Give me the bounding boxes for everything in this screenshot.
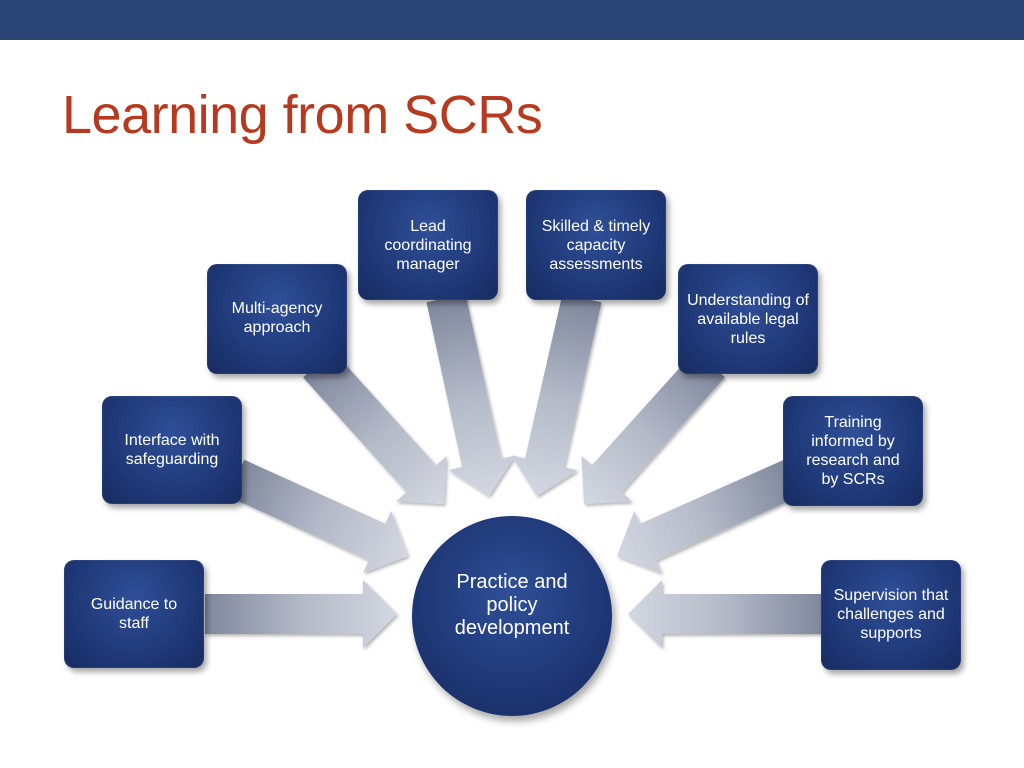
node-supervision-challenges-supports: Supervision that challenges and supports <box>821 560 961 670</box>
node-training-informed-by-research-label: Training informed by research and by SCR… <box>806 414 900 488</box>
node-supervision-challenges-supports-label: Supervision that challenges and supports <box>833 587 949 642</box>
node-lead-coordinating-manager-label: Lead coordinating manager <box>384 218 472 273</box>
arrow-lead <box>426 293 515 496</box>
arrow-interface <box>227 459 408 573</box>
slide-title: Learning from SCRs <box>62 85 543 145</box>
node-understanding-legal-rules-label: Understanding of available legal rules <box>687 292 809 347</box>
arrow-supervision <box>628 580 824 648</box>
arrow-skilled <box>511 293 602 496</box>
arrow-guidance <box>205 580 397 648</box>
node-skilled-timely-capacity-assessments: Skilled & timely capacity assessments <box>526 190 666 300</box>
node-multi-agency-approach: Multi-agency approach <box>207 264 347 374</box>
node-lead-coordinating-manager: Lead coordinating manager <box>358 190 498 300</box>
header-bar <box>0 0 1024 40</box>
node-multi-agency-approach-label: Multi-agency approach <box>231 300 323 336</box>
arrow-understanding <box>581 350 725 504</box>
center-label: Practice and policy development <box>454 570 570 639</box>
node-interface-with-safeguarding: Interface with safeguarding <box>102 396 242 504</box>
center-practice-and-policy-development: Practice and policy development <box>412 516 612 716</box>
arrow-training <box>617 459 801 574</box>
node-guidance-to-staff-label: Guidance to staff <box>90 596 178 632</box>
node-understanding-legal-rules: Understanding of available legal rules <box>678 264 818 374</box>
node-interface-with-safeguarding-label: Interface with safeguarding <box>124 432 220 468</box>
arrow-multi-agency <box>303 350 447 504</box>
node-skilled-timely-capacity-assessments-label: Skilled & timely capacity assessments <box>541 218 651 273</box>
node-training-informed-by-research: Training informed by research and by SCR… <box>783 396 923 506</box>
node-guidance-to-staff: Guidance to staff <box>64 560 204 668</box>
